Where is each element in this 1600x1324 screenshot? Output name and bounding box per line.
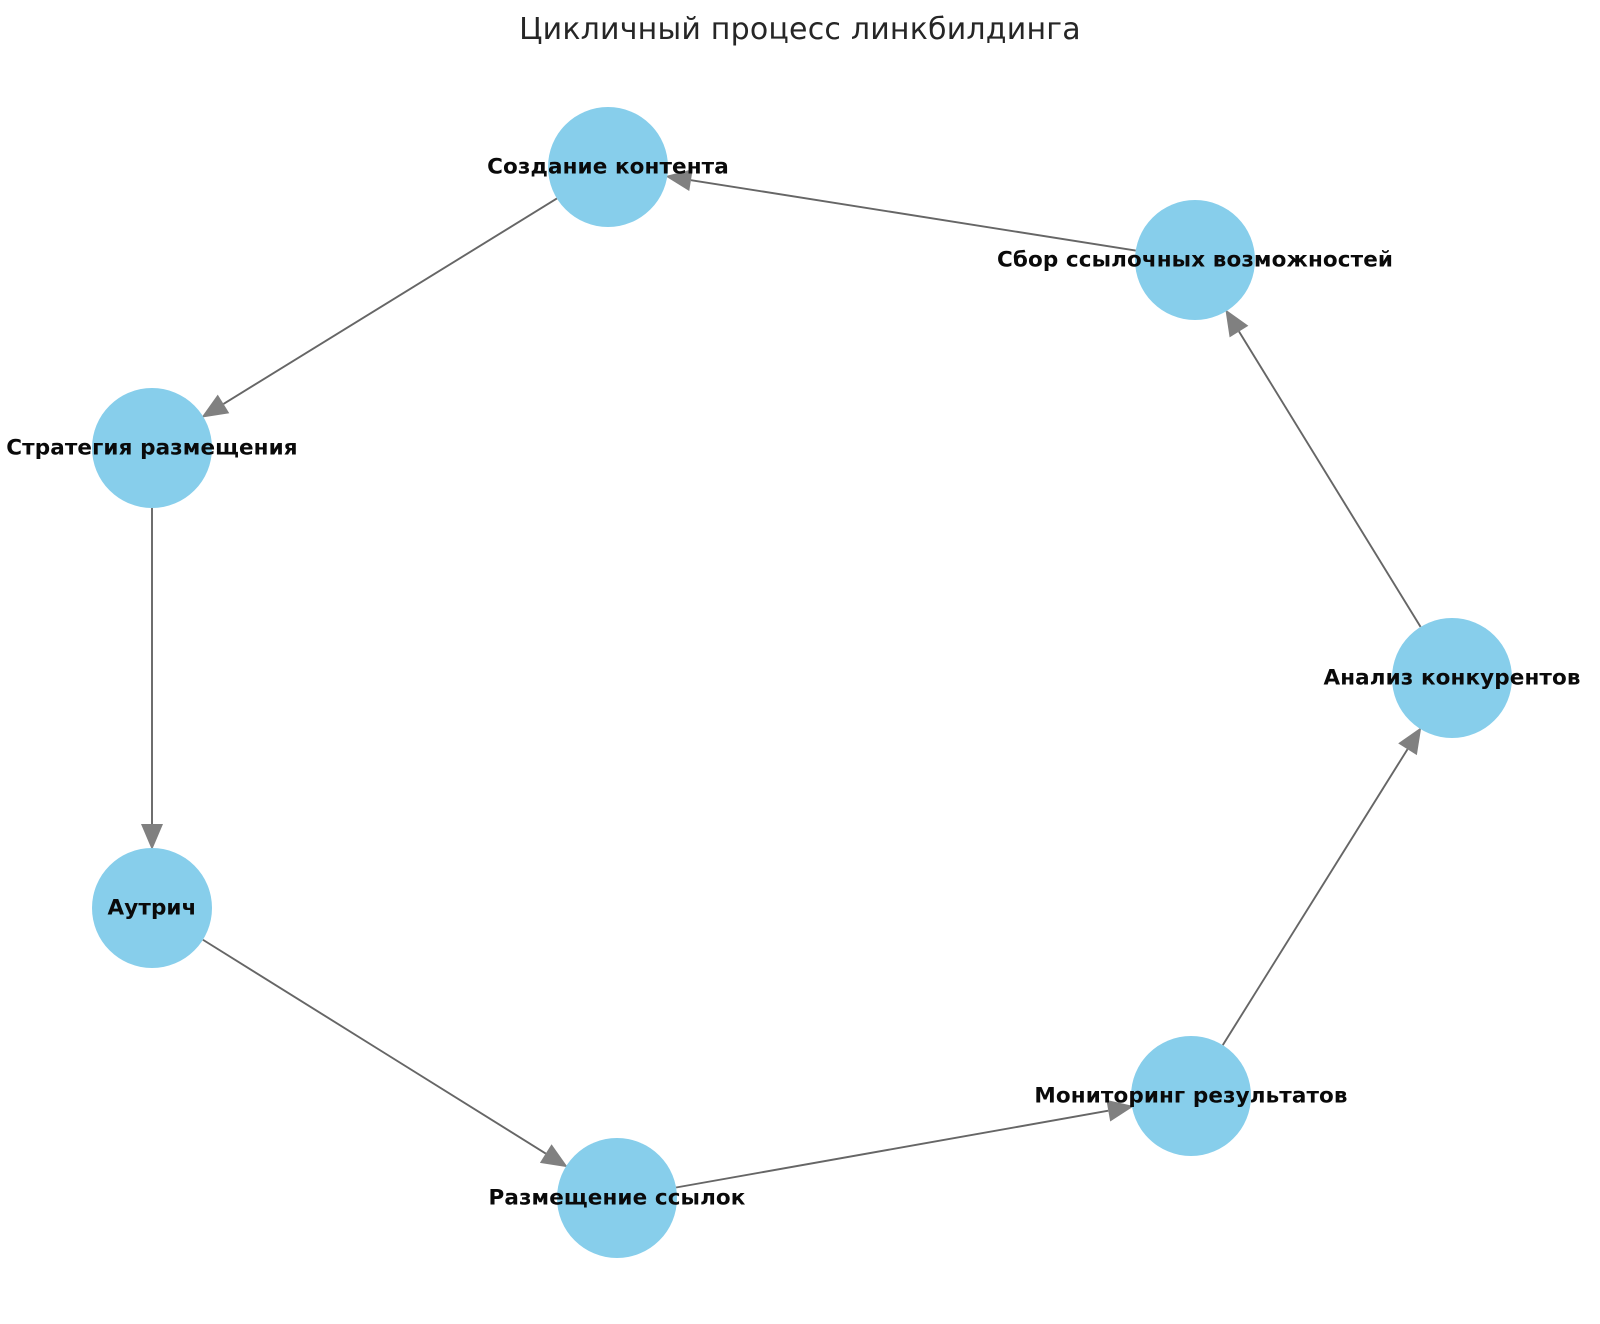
edge-content-to-strategy <box>201 197 558 418</box>
arrowhead-icon <box>665 169 693 192</box>
edge-line <box>690 179 1136 252</box>
edge-line <box>1238 331 1422 628</box>
edges-layer <box>141 169 1422 1189</box>
edge-competitors-to-collection <box>1225 309 1422 628</box>
node-placement[interactable] <box>557 1138 677 1258</box>
edge-line <box>1221 748 1409 1046</box>
edge-line <box>223 197 558 405</box>
edge-line <box>675 1109 1109 1189</box>
node-strategy[interactable] <box>92 388 212 508</box>
arrowhead-icon <box>1106 1099 1134 1122</box>
edge-strategy-to-outreach <box>141 508 163 850</box>
edge-line <box>202 938 547 1155</box>
nodes-layer <box>92 107 1512 1258</box>
arrowhead-icon <box>539 1144 568 1168</box>
edge-collection-to-content <box>665 169 1136 252</box>
node-competitors[interactable] <box>1392 618 1512 738</box>
node-outreach[interactable] <box>92 848 212 968</box>
edge-monitoring-to-competitors <box>1221 727 1422 1046</box>
arrowhead-icon <box>201 394 230 418</box>
arrowhead-icon <box>1225 309 1249 338</box>
node-monitoring[interactable] <box>1131 1036 1251 1156</box>
edge-placement-to-monitoring <box>675 1099 1134 1189</box>
node-content[interactable] <box>548 107 668 227</box>
arrowhead-icon <box>141 824 163 850</box>
node-collection[interactable] <box>1135 200 1255 320</box>
edge-outreach-to-placement <box>202 938 568 1168</box>
page-title: Цикличный процесс линкбилдинга <box>519 12 1081 47</box>
arrowhead-icon <box>1398 727 1422 756</box>
